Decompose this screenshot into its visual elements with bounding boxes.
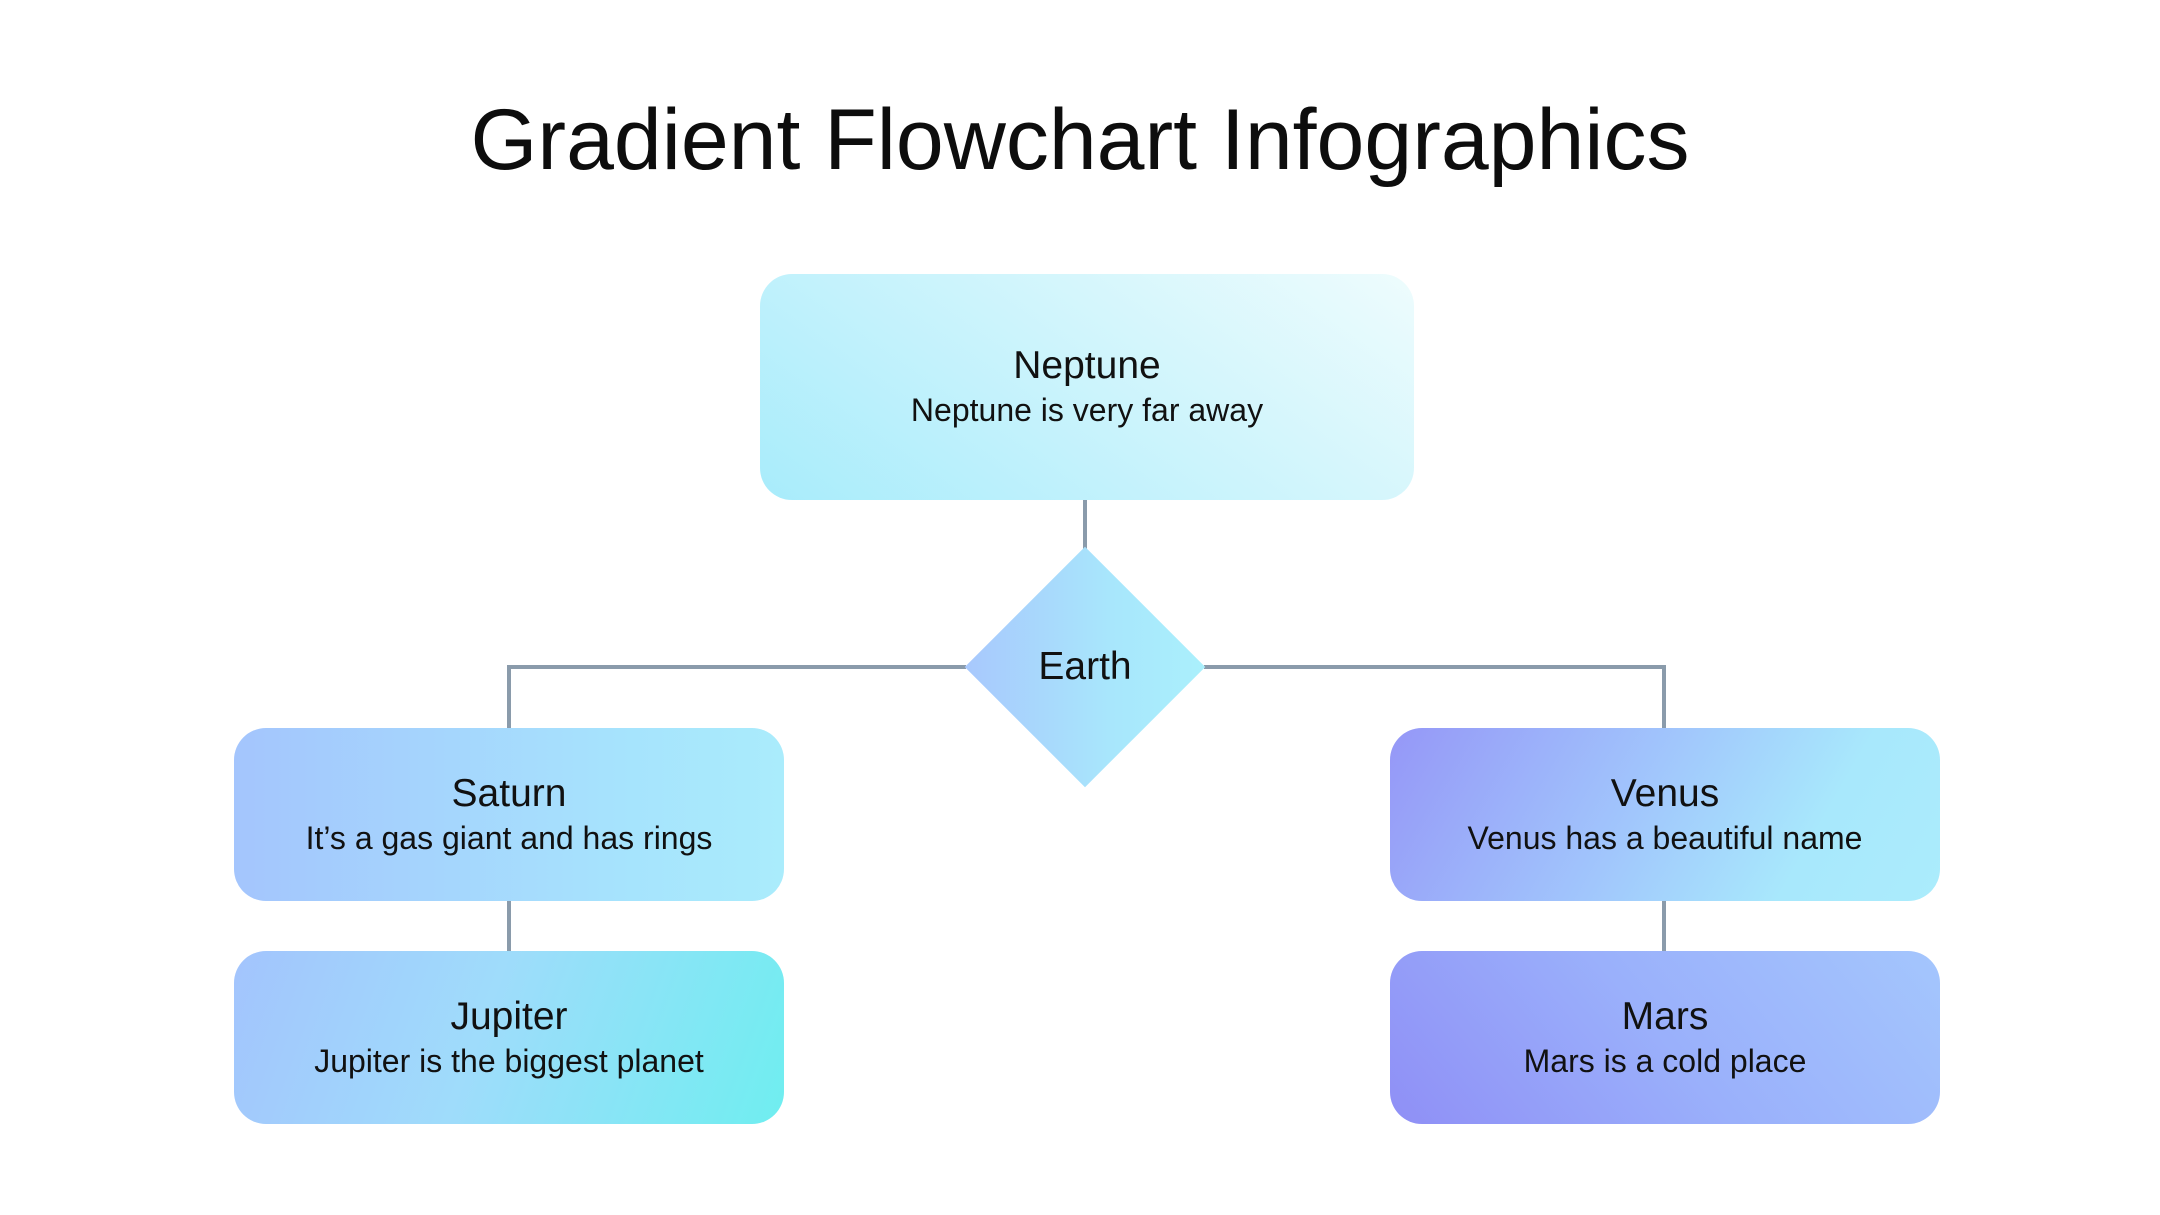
node-venus-name: Venus xyxy=(1610,771,1720,815)
node-jupiter-name: Jupiter xyxy=(450,994,568,1038)
node-venus: Venus Venus has a beautiful name xyxy=(1390,728,1940,901)
node-saturn-name: Saturn xyxy=(451,771,567,815)
connector-earth-saturn xyxy=(507,665,966,728)
node-earth-name: Earth xyxy=(1038,645,1132,688)
node-neptune-name: Neptune xyxy=(1013,344,1161,387)
node-venus-desc: Venus has a beautiful name xyxy=(1467,819,1863,856)
node-neptune: Neptune Neptune is very far away xyxy=(760,274,1414,500)
page-title: Gradient Flowchart Infographics xyxy=(470,92,1690,188)
node-jupiter-desc: Jupiter is the biggest planet xyxy=(314,1042,704,1079)
node-saturn: Saturn It’s a gas giant and has rings xyxy=(234,728,784,901)
node-jupiter: Jupiter Jupiter is the biggest planet xyxy=(234,951,784,1124)
node-saturn-desc: It’s a gas giant and has rings xyxy=(305,819,713,856)
node-mars-name: Mars xyxy=(1621,994,1709,1038)
connector-earth-venus xyxy=(1204,665,1666,728)
node-mars-desc: Mars is a cold place xyxy=(1523,1042,1807,1079)
node-neptune-desc: Neptune is very far away xyxy=(910,392,1264,428)
node-mars: Mars Mars is a cold place xyxy=(1390,951,1940,1124)
